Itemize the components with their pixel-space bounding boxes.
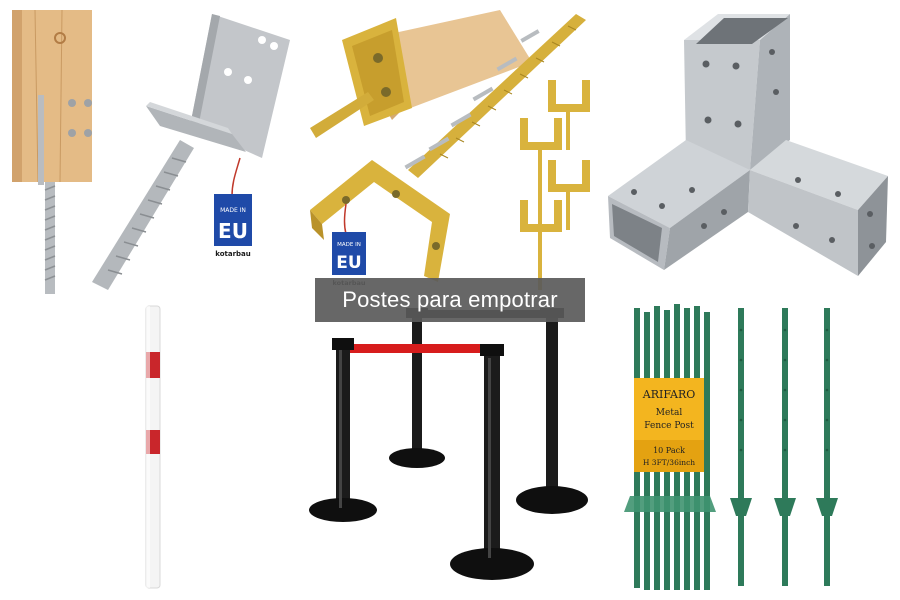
tag-eu-text: EU [218,219,248,243]
banner-title: Postes para empotrar [342,287,558,312]
product-image-marker-pole[interactable] [0,300,300,600]
single-fence-posts [730,308,838,586]
label-brand-text: ARIFARO [642,388,696,401]
product-image-post-anchor[interactable]: MADE IN EU kotarbau [0,0,300,300]
title-banner: Postes para empotrar [315,278,585,322]
small-u-anchors [520,80,590,290]
product-image-stanchions[interactable] [300,300,600,600]
stanchions-illustration [309,308,588,580]
anchor-plate [190,14,290,158]
u-bracket [310,160,450,282]
product-image-3-way-connector[interactable] [600,0,900,300]
label-line-fence-post: Fence Post [644,421,694,431]
made-in-eu-tag: MADE IN EU kotarbau [214,194,252,260]
product-image-u-bracket-set[interactable]: MADE IN EU kotarbau [300,0,600,300]
product-image-fence-posts[interactable]: ARIFARO Metal Fence Post 10 Pack H 3FT/3… [600,300,900,600]
tag-made-in-text: MADE IN [337,242,361,248]
tag-made-in-text: MADE IN [220,207,246,214]
tag-brand-text: kotarbau [215,250,251,258]
u-bracket-illustration: MADE IN EU kotarbau [310,10,590,290]
3-way-connector-illustration [608,14,888,276]
marker-pole-illustration [145,305,161,589]
red-belt [342,344,492,353]
wooden-post [12,10,92,182]
label-line-pack: 10 Pack [653,446,685,455]
fence-posts-illustration: ARIFARO Metal Fence Post 10 Pack H 3FT/3… [624,304,838,590]
tag-eu-text: EU [336,253,361,273]
post-anchor-illustration: MADE IN EU kotarbau [12,9,290,294]
label-line-metal: Metal [656,408,683,418]
label-line-height: H 3FT/36inch [643,458,695,467]
fence-post-label: ARIFARO Metal Fence Post 10 Pack H 3FT/3… [634,378,704,472]
